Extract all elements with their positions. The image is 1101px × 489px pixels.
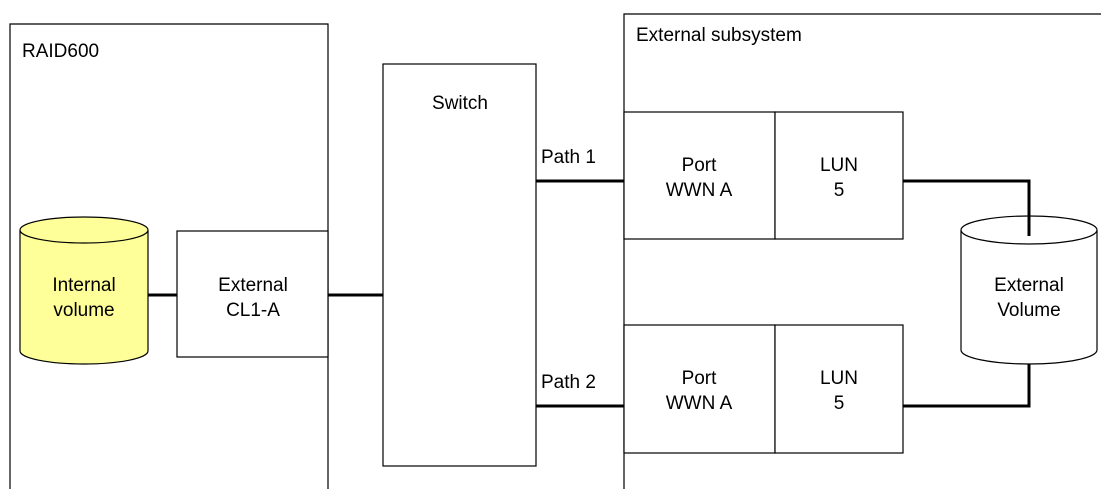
path1-port-label-line2: WWN A [666, 180, 733, 201]
path2-port-box [623, 324, 776, 454]
path1-port-box [623, 111, 776, 240]
path1-label: Path 1 [541, 147, 596, 168]
path2-lun-box [774, 324, 904, 454]
path2-port-label-line1: Port [682, 368, 718, 389]
raid600-title: RAID600 [22, 41, 99, 62]
path2-port-label-line2: WWN A [666, 393, 733, 414]
internal-volume-label-line1: Internal [52, 275, 115, 296]
path1-lun-label-line1: LUN [820, 155, 858, 176]
link-lun2-to-volume [903, 364, 1031, 408]
path1-lun-label-line2: 5 [834, 180, 845, 201]
external-port-box [176, 230, 329, 358]
external-volume: External Volume [960, 215, 1098, 365]
external-port-label-line2: CL1-A [226, 300, 280, 321]
switch-label: Switch [432, 93, 488, 114]
switch-box [382, 63, 537, 467]
path1-lun-box [774, 111, 904, 240]
internal-volume: Internal volume [19, 216, 149, 365]
external-volume-label-line2: Volume [997, 300, 1060, 321]
path2-lun-label-line2: 5 [834, 393, 845, 414]
path2-lun-label-line1: LUN [820, 368, 858, 389]
path2-label: Path 2 [541, 372, 596, 393]
external-port-label-line1: External [218, 275, 288, 296]
internal-volume-label-line2: volume [53, 300, 114, 321]
path1-port-label-line1: Port [682, 155, 718, 176]
external-volume-label-line1: External [994, 275, 1064, 296]
external-subsystem-title: External subsystem [636, 25, 802, 46]
